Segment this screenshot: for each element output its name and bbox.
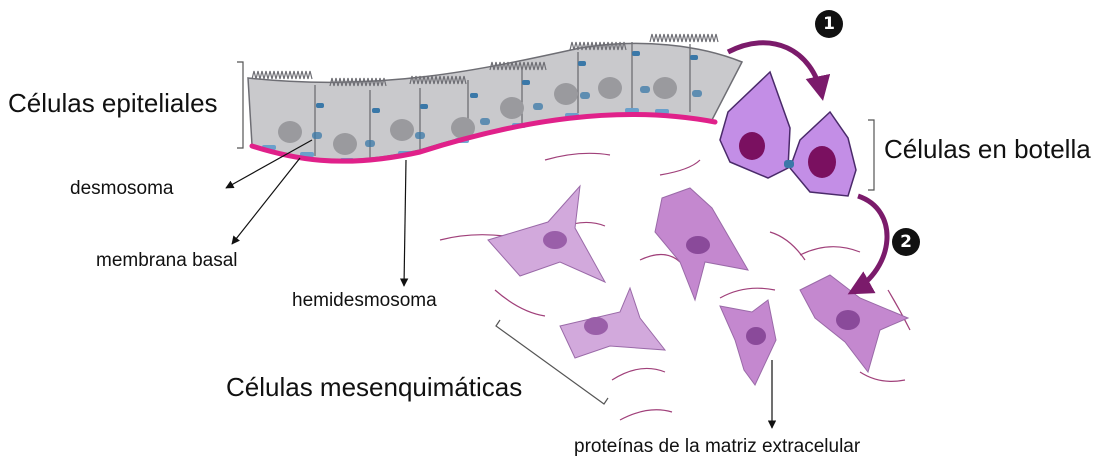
- epithelial-sheet: [248, 34, 742, 163]
- bottle-cells: [720, 72, 856, 196]
- bottle-cell-left: [720, 72, 790, 178]
- label-epithelial-cells: Células epiteliales: [8, 88, 218, 119]
- step-1-badge: 1: [815, 10, 843, 38]
- label-desmosome: desmosoma: [70, 178, 174, 200]
- epithelium-body: [248, 43, 742, 159]
- label-mesenchymal-cells: Células mesenquimáticas: [226, 372, 522, 403]
- bracket-bottle: [868, 120, 874, 190]
- label-bottle-cells: Células en botella: [884, 134, 1091, 165]
- label-basal-membrane: membrana basal: [96, 250, 238, 272]
- pointer-membrana-basal: [232, 158, 300, 244]
- mesenchymal-cell-3: [560, 288, 665, 358]
- bottle-desmosome: [784, 160, 794, 168]
- bracket-epithelial: [237, 62, 243, 148]
- pointer-hemidesmosoma: [404, 160, 406, 286]
- bottle-nucleus-left: [739, 132, 765, 160]
- label-hemidesmosome: hemidesmosoma: [292, 290, 437, 312]
- arrow-step-2: [852, 196, 887, 292]
- label-ecm-proteins: proteínas de la matriz extracelular: [574, 436, 860, 458]
- step-2-badge: 2: [892, 228, 920, 256]
- bottle-nucleus-right: [808, 146, 836, 178]
- mesenchymal-cell-4: [720, 300, 776, 385]
- mesenchymal-cells: [488, 186, 908, 385]
